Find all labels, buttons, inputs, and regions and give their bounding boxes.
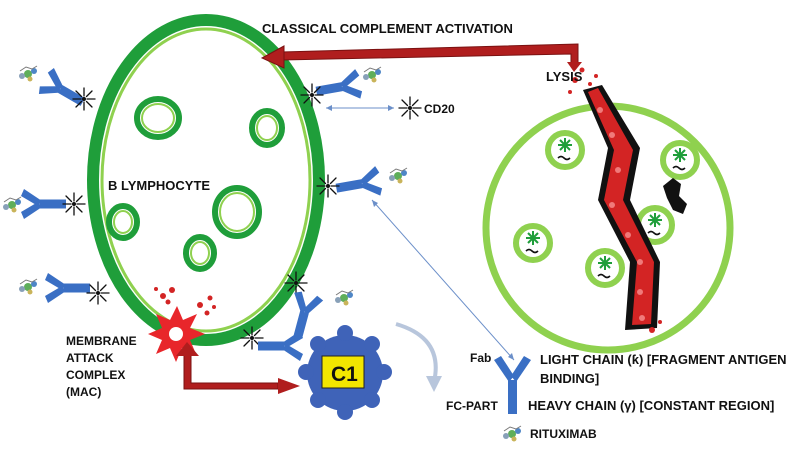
cd20-burst-icon xyxy=(316,174,340,198)
rituximab-molecule-icon xyxy=(334,289,354,306)
classical-activation-arrow xyxy=(260,43,582,72)
cd20-burst-icon xyxy=(62,192,86,216)
legend-antibody-icon xyxy=(494,356,531,414)
legend-connector xyxy=(371,199,515,361)
c1-to-mac-arrow xyxy=(176,342,300,394)
b-lymphocyte-label: B LYMPHOCYTE xyxy=(108,178,210,193)
debris-icon xyxy=(663,178,687,214)
cd20-burst-icon xyxy=(398,96,422,120)
b-lymphocyte-cell xyxy=(87,14,325,346)
fc-part-label: FC-PART xyxy=(446,399,498,413)
cd20-burst-icon xyxy=(300,83,324,107)
cell-organelles xyxy=(106,96,285,272)
rituximab-molecule-icon xyxy=(2,196,22,213)
rituximab-molecule-icon xyxy=(388,167,408,184)
mac-label-line2: ATTACK xyxy=(66,351,114,365)
rituximab-molecule-icon xyxy=(18,65,38,82)
antibody-icon xyxy=(21,189,66,219)
mac-label-line3: COMPLEX xyxy=(66,368,125,382)
rituximab-label: RITUXIMAB xyxy=(530,427,597,441)
antibody-icon xyxy=(313,68,364,106)
rituximab-molecule-icon xyxy=(18,278,38,295)
light-chain-label-line1: LIGHT CHAIN (ƙ) [FRAGMENT ANTIGEN xyxy=(540,352,787,367)
antibody-icon xyxy=(333,165,384,203)
light-chain-label-line2: BINDING] xyxy=(540,371,599,386)
cd20-label: CD20 xyxy=(424,102,455,116)
c1-complex-icon: C1 xyxy=(298,325,392,420)
antibody-icon xyxy=(36,66,91,115)
mac-label: MEMBRANE ATTACK COMPLEX (MAC) xyxy=(66,334,140,399)
cd20-burst-icon xyxy=(86,281,110,305)
rituximab-molecule-icon xyxy=(362,66,382,83)
rituximab-molecule-icon xyxy=(502,425,522,442)
cd20-burst-icon xyxy=(284,271,308,295)
antibody-icon xyxy=(45,273,90,303)
c1-label: C1 xyxy=(331,363,358,386)
mac-label-line4: (MAC) xyxy=(66,385,101,399)
lysed-cell xyxy=(482,67,734,354)
rotation-arrow xyxy=(395,322,438,383)
heavy-chain-label: HEAVY CHAIN (γ) [CONSTANT REGION] xyxy=(528,398,774,413)
cd20-burst-icon xyxy=(72,87,96,111)
mac-label-line1: MEMBRANE xyxy=(66,334,137,348)
fab-label: Fab xyxy=(470,351,491,365)
title-label: CLASSICAL COMPLEMENT ACTIVATION xyxy=(262,21,513,36)
lysis-label: LYSIS xyxy=(546,69,583,84)
